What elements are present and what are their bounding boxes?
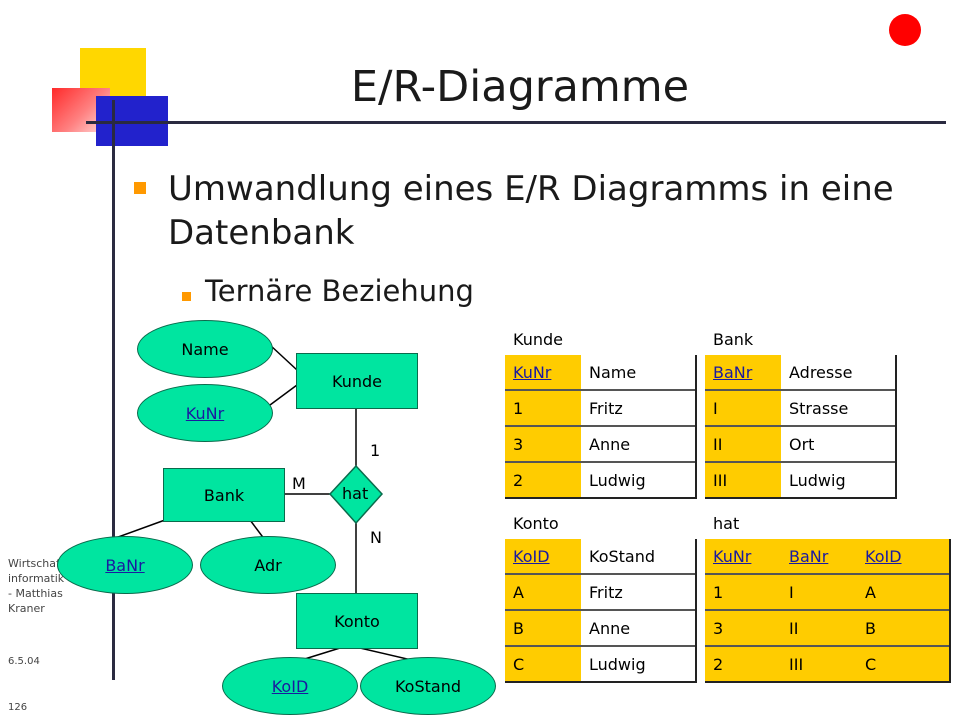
table-cell: C [857,645,951,683]
table-cell: 1 [705,573,781,610]
table-cell: A [857,573,951,610]
table-cell: Fritz [581,389,697,426]
cardinality-bank: M [292,474,306,493]
key-attribute-label: BaNr [105,555,145,575]
table-header-cell: BaNr [705,355,781,390]
table-cell: 1 [505,389,581,426]
table-row: 3 Anne [505,425,697,462]
table-header-cell: KoStand [581,539,697,574]
table-row: 2 III C [705,645,951,683]
table-cell: C [505,645,581,683]
red-dot-icon [889,14,921,46]
table-header-row: BaNr Adresse [705,355,897,390]
table-header-cell: Adresse [781,355,897,390]
table-konto: KoID KoStand A Fritz B Anne C Ludwig [505,539,697,683]
table-cell: Ludwig [581,461,697,499]
table-cell: Anne [581,425,697,462]
table-header-cell: BaNr [781,539,857,574]
footer-date: 6.5.04 [8,656,40,667]
table-cell: A [505,573,581,610]
table-row: I Strasse [705,389,897,426]
attribute-name: Name [137,320,273,378]
table-header-cell: KoID [857,539,951,574]
key-attribute-label: KoID [271,676,309,696]
entity-kunde: Kunde [296,353,418,409]
table-row: C Ludwig [505,645,697,683]
decorative-vertical-line [112,100,115,680]
table-cell: III [781,645,857,683]
attribute-kostand: KoStand [360,657,496,715]
table-row: 1 I A [705,573,951,610]
attribute-koid: KoID [222,657,358,715]
table-title-kunde: Kunde [513,330,563,349]
table-cell: B [505,609,581,646]
table-header-cell: Name [581,355,697,390]
table-header-cell: KuNr [705,539,781,574]
table-header-cell: KoID [505,539,581,574]
table-cell: 3 [505,425,581,462]
slide-title: E/R-Diagramme [350,62,690,112]
cardinality-konto: N [370,528,382,547]
table-cell: II [781,609,857,646]
table-row: 1 Fritz [505,389,697,426]
table-header-row: KuNr Name [505,355,697,390]
entity-konto: Konto [296,593,418,649]
key-attribute-label: KuNr [185,403,225,423]
attribute-adr: Adr [200,536,336,594]
table-header-cell: KuNr [505,355,581,390]
table-cell: 2 [505,461,581,499]
table-cell: 2 [705,645,781,683]
cardinality-kunde: 1 [370,441,381,460]
table-hat: KuNr BaNr KoID 1 I A 3 II B 2 III C [705,539,951,683]
table-cell: I [781,573,857,610]
footer-page-number: 126 [8,702,28,713]
bullet-level-1: Umwandlung eines E/R Diagramms in eine D… [168,169,894,253]
attribute-kunr: KuNr [137,384,273,442]
table-title-bank: Bank [713,330,754,349]
table-row: A Fritz [505,573,697,610]
table-row: II Ort [705,425,897,462]
relationship-diamond [328,464,384,525]
table-cell: II [705,425,781,462]
table-cell: Fritz [581,573,697,610]
bullet-square-small-icon [182,292,191,301]
table-title-hat: hat [713,514,740,533]
table-cell: Anne [581,609,697,646]
decorative-horizontal-line [86,121,946,124]
table-kunde: KuNr Name 1 Fritz 3 Anne 2 Ludwig [505,355,697,499]
attribute-banr: BaNr [57,536,193,594]
relationship-hat-label: hat [342,484,369,503]
table-bank: BaNr Adresse I Strasse II Ort III Ludwig [705,355,897,499]
table-cell: Strasse [781,389,897,426]
table-cell: I [705,389,781,426]
table-cell: III [705,461,781,499]
table-row: B Anne [505,609,697,646]
bullet-level-2: Ternäre Beziehung [205,274,474,308]
table-cell: Ludwig [781,461,897,499]
entity-bank: Bank [163,468,285,522]
table-row: 2 Ludwig [505,461,697,499]
table-cell: Ort [781,425,897,462]
table-cell: B [857,609,951,646]
table-header-row: KoID KoStand [505,539,697,574]
table-cell: 3 [705,609,781,646]
bullet-square-icon [134,182,146,194]
table-title-konto: Konto [513,514,559,533]
table-row: 3 II B [705,609,951,646]
table-row: III Ludwig [705,461,897,499]
table-header-row: KuNr BaNr KoID [705,539,951,574]
table-cell: Ludwig [581,645,697,683]
